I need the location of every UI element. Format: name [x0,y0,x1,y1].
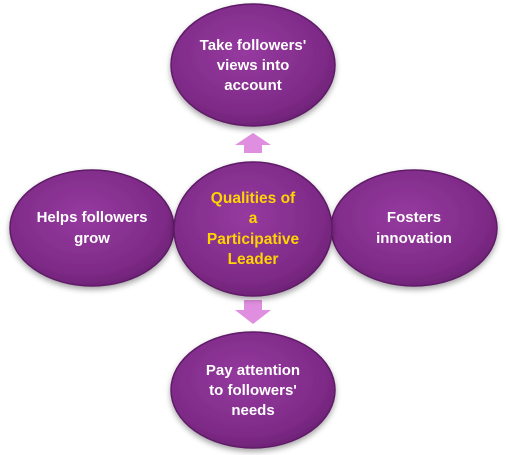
node-bottom-line-3: needs [231,402,274,419]
node-left-line-1: Helps followers [37,209,148,226]
node-top-line-2: views into [217,57,290,74]
node-bottom-line-2: to followers' [209,382,297,399]
node-bottom-line-1: Pay attention [206,362,300,379]
node-left: Helps followers grow [9,169,175,287]
node-center: Qualities of a Participative Leader [173,161,333,297]
center-line-2: a [249,210,258,227]
center-line-4: Leader [228,251,279,268]
arrow-up-icon [235,133,271,153]
center-line-1: Qualities of [211,190,296,207]
node-right: Fosters innovation [330,169,498,287]
node-bottom: Pay attention to followers' needs [170,331,336,449]
node-top: Take followers' views into account [170,3,336,127]
node-top-line-1: Take followers' [200,37,307,54]
center-line-3: Participative [207,231,300,248]
node-top-line-3: account [224,77,282,94]
arrow-down-icon [235,300,271,324]
node-right-line-2: innovation [376,230,452,247]
node-right-line-1: Fosters [387,209,441,226]
node-left-line-2: grow [74,230,110,247]
